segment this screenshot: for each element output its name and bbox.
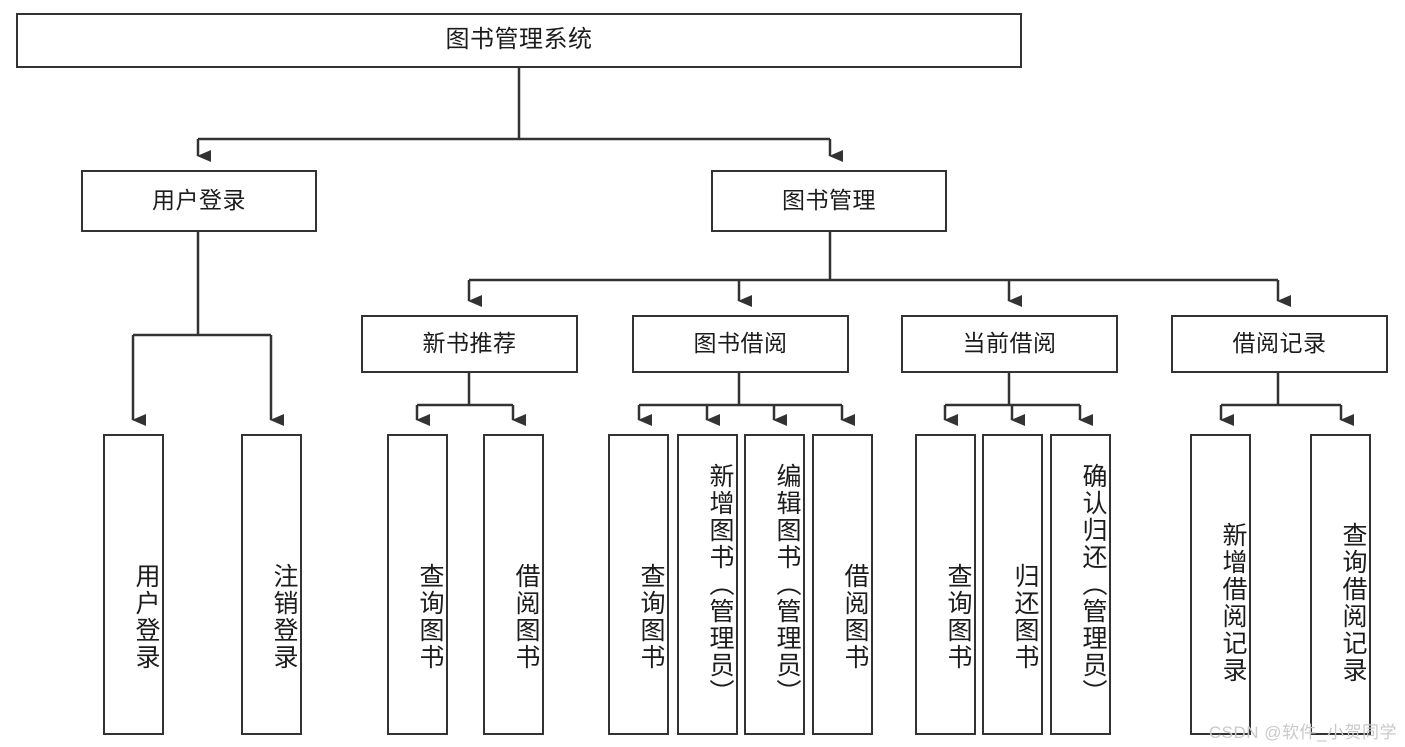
- node-leaf-label: 查询图书: [637, 562, 665, 671]
- node-leaf-current-return-book[interactable]: 归还图书: [982, 434, 1043, 735]
- node-leaf-label: 查询借阅记录: [1339, 521, 1367, 684]
- node-leaf-label: 确认归还（管理员）: [1079, 463, 1107, 706]
- node-book-borrow-label: 图书借阅: [693, 330, 788, 357]
- node-leaf-label: 借阅图书: [512, 562, 540, 671]
- node-borrow-record-label: 借阅记录: [1232, 330, 1327, 357]
- node-leaf-user-login-signout[interactable]: 注销登录: [241, 434, 302, 735]
- node-root-book-management-system[interactable]: 图书管理系统: [16, 13, 1022, 68]
- node-leaf-label: 新增借阅记录: [1219, 521, 1247, 684]
- node-leaf-label: 查询图书: [944, 562, 972, 671]
- node-leaf-label: 用户登录: [132, 562, 160, 671]
- node-borrow-record[interactable]: 借阅记录: [1171, 315, 1388, 373]
- node-book-management-label: 图书管理: [782, 187, 876, 214]
- node-leaf-record-add-record[interactable]: 新增借阅记录: [1190, 434, 1251, 735]
- node-leaf-recommend-query-book[interactable]: 查询图书: [387, 434, 448, 735]
- node-user-login-label: 用户登录: [152, 187, 246, 214]
- node-leaf-label: 查询图书: [416, 562, 444, 671]
- node-leaf-borrow-edit-book-admin[interactable]: 编辑图书（管理员）: [744, 434, 805, 735]
- node-leaf-borrow-add-book-admin[interactable]: 新增图书（管理员）: [677, 434, 738, 735]
- node-book-management[interactable]: 图书管理: [711, 170, 947, 232]
- node-current-borrow-label: 当前借阅: [962, 330, 1057, 357]
- node-root-label: 图书管理系统: [445, 26, 593, 54]
- node-leaf-borrow-borrow-book[interactable]: 借阅图书: [812, 434, 873, 735]
- node-leaf-current-query-book[interactable]: 查询图书: [915, 434, 976, 735]
- node-new-book-recommend-label: 新书推荐: [422, 330, 517, 357]
- node-leaf-label: 注销登录: [270, 562, 298, 671]
- node-leaf-record-query-record[interactable]: 查询借阅记录: [1310, 434, 1371, 735]
- node-current-borrow[interactable]: 当前借阅: [901, 315, 1118, 373]
- node-leaf-label: 新增图书（管理员）: [706, 463, 734, 706]
- node-leaf-label: 编辑图书（管理员）: [773, 463, 801, 706]
- node-leaf-current-confirm-return-admin[interactable]: 确认归还（管理员）: [1050, 434, 1111, 735]
- node-user-login[interactable]: 用户登录: [81, 170, 317, 232]
- node-leaf-label: 归还图书: [1011, 562, 1039, 671]
- node-leaf-recommend-borrow-book[interactable]: 借阅图书: [483, 434, 544, 735]
- node-leaf-user-login-signin[interactable]: 用户登录: [103, 434, 164, 735]
- node-book-borrow[interactable]: 图书借阅: [632, 315, 849, 373]
- node-leaf-borrow-query-book[interactable]: 查询图书: [608, 434, 669, 735]
- watermark: CSDN @软件_小贺同学: [1208, 723, 1397, 742]
- node-leaf-label: 借阅图书: [841, 562, 869, 671]
- node-new-book-recommend[interactable]: 新书推荐: [361, 315, 578, 373]
